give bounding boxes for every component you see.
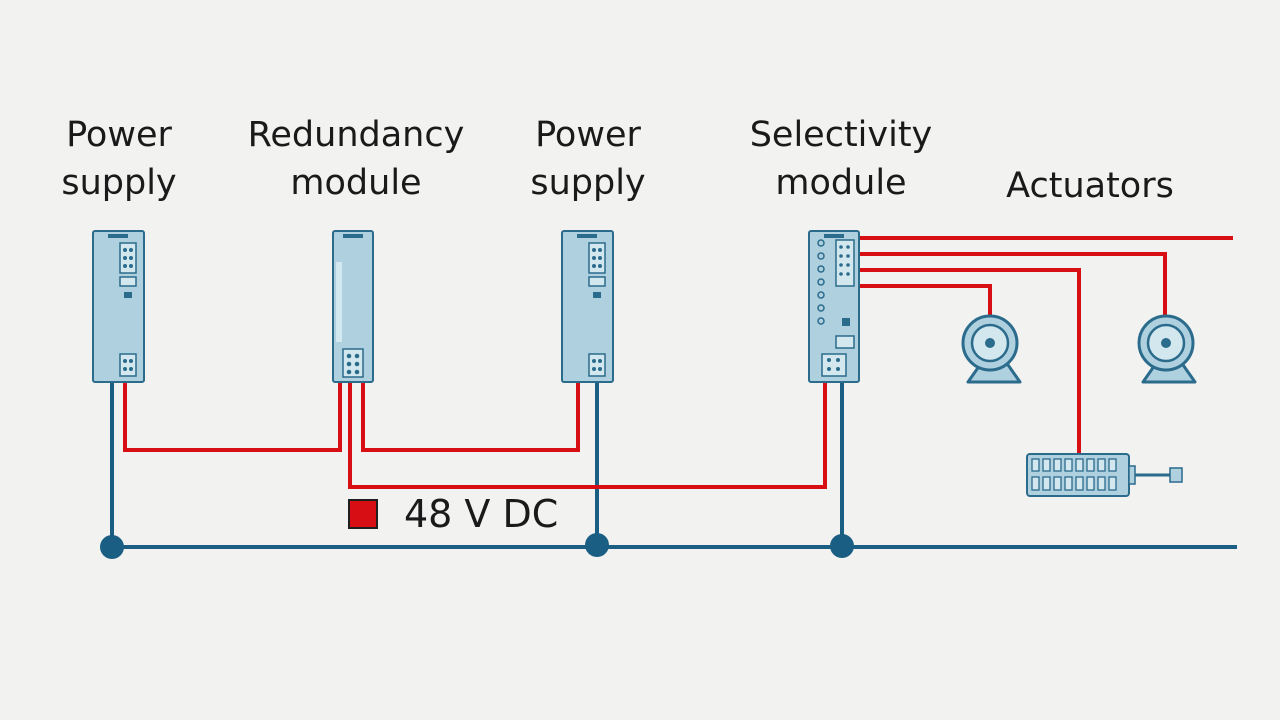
label-line: Power: [66, 115, 172, 155]
junction-dot: [585, 533, 609, 557]
dc-output-2: [859, 252, 1167, 315]
power-supply-1-device: [92, 230, 145, 383]
label-line: Power: [535, 115, 641, 155]
dc-wiring: [123, 236, 1233, 489]
junction-dot: [100, 535, 124, 559]
label-power-supply-1: Power supply: [53, 111, 185, 207]
motor-icon: [961, 314, 1022, 384]
junction-dot: [830, 534, 854, 558]
label-line: supply: [530, 163, 646, 203]
power-supply-2-device: [561, 230, 614, 383]
dc-wire-psu2-to-redundancy: [361, 382, 580, 452]
legend-swatch-48v-dc: [348, 499, 378, 529]
ground-wiring: [110, 382, 1237, 549]
selectivity-module-device: [808, 230, 860, 383]
dc-output-4: [859, 284, 992, 315]
redundancy-module-device: [332, 230, 374, 383]
valve-terminal-icon: [1026, 453, 1183, 497]
dc-wire-psu1-to-redundancy: [123, 382, 342, 452]
ground-junctions: [100, 533, 854, 559]
motor-icon: [1137, 314, 1197, 384]
label-actuators: Actuators: [1006, 166, 1174, 206]
label-line: supply: [61, 163, 177, 203]
label-line: module: [290, 163, 422, 203]
dc-output-3: [859, 268, 1081, 456]
label-power-supply-2: Power supply: [522, 111, 654, 207]
dc-wire-redundancy-to-selectivity: [348, 382, 827, 489]
label-line: module: [775, 163, 907, 203]
label-line: Redundancy: [247, 115, 465, 155]
legend-label-48v-dc: 48 V DC: [404, 492, 559, 536]
label-selectivity-module: Selectivity module: [736, 111, 946, 207]
label-line: Selectivity: [749, 115, 933, 155]
label-redundancy-module: Redundancy module: [240, 111, 472, 207]
